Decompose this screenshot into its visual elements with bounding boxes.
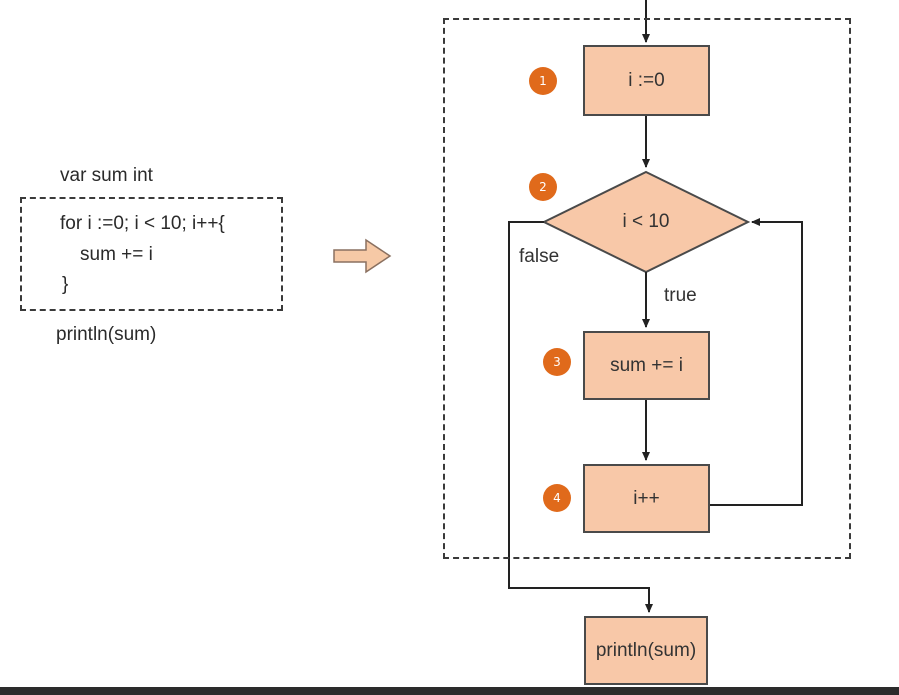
node-increment-label: i++ bbox=[633, 487, 660, 509]
code-println: println(sum) bbox=[56, 324, 157, 345]
code-var-declaration: var sum int bbox=[60, 165, 153, 186]
step-badge-4: 4 bbox=[543, 484, 571, 512]
code-for-header: for i :=0; i < 10; i++{ bbox=[60, 213, 225, 234]
edge-false bbox=[508, 221, 653, 613]
code-loop-body: sum += i bbox=[80, 244, 153, 265]
step-badge-1: 1 bbox=[529, 67, 557, 95]
node-init: i :=0 bbox=[583, 45, 710, 116]
loop-code-box bbox=[20, 197, 283, 311]
edge-loop-back bbox=[709, 218, 803, 506]
node-after-loop-label: println(sum) bbox=[595, 639, 697, 661]
step-badge-3: 3 bbox=[543, 348, 571, 376]
loop-region-box bbox=[443, 18, 851, 559]
node-condition-label: i < 10 bbox=[622, 211, 670, 232]
edge-label-false: false bbox=[519, 246, 560, 267]
node-body: sum += i bbox=[583, 331, 710, 400]
transform-arrow-icon bbox=[333, 238, 392, 274]
edge-label-true: true bbox=[664, 285, 697, 306]
node-body-label: sum += i bbox=[610, 354, 683, 376]
step-badge-2: 2 bbox=[529, 173, 557, 201]
node-increment: i++ bbox=[583, 464, 710, 533]
node-after-loop: println(sum) bbox=[584, 616, 708, 685]
window-bottom-bar bbox=[0, 687, 899, 695]
code-closing-brace: } bbox=[62, 274, 69, 295]
node-init-label: i :=0 bbox=[628, 69, 665, 91]
